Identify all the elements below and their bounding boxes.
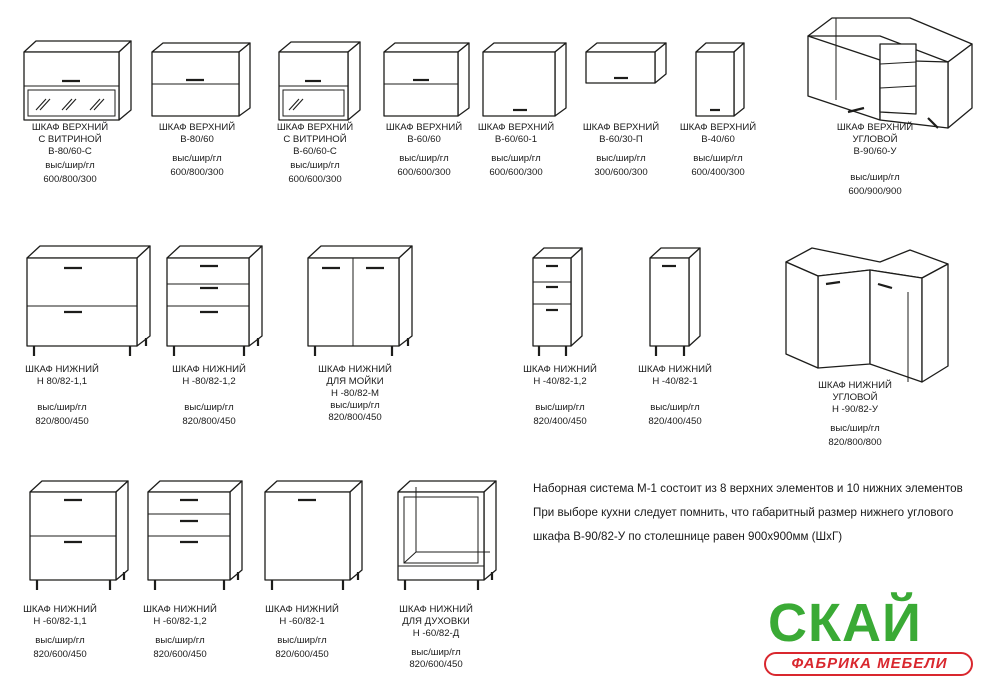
cabinet-l2-drawing bbox=[166, 245, 263, 356]
cabinet-l10-drawing bbox=[397, 480, 497, 590]
cabinet-u4-drawing bbox=[383, 42, 470, 117]
cabinet-u6-drawing bbox=[585, 42, 667, 84]
cabinet-l4-drawing bbox=[532, 247, 583, 356]
cabinet-u2-drawing bbox=[151, 42, 251, 117]
cabinet-u5-drawing bbox=[482, 42, 567, 117]
cabinet-l9-drawing bbox=[264, 480, 363, 590]
logo-subtitle-frame bbox=[764, 652, 973, 676]
brand-logo: СКАЙ ФАБРИКА МЕБЕЛИ bbox=[762, 595, 977, 687]
cabinet-l6-drawing bbox=[785, 247, 949, 383]
cabinet-u7-drawing bbox=[695, 42, 745, 117]
info-line-2: При выборе кухни следует помнить, что га… bbox=[533, 506, 954, 519]
cabinet-l1-drawing bbox=[26, 245, 151, 356]
logo-word: СКАЙ bbox=[768, 593, 922, 653]
info-line-3: шкафа В-90/82-У по столешнице равен 900х… bbox=[533, 530, 843, 543]
logo-wordmark: СКАЙ bbox=[762, 595, 977, 651]
cabinet-u1-drawing bbox=[23, 40, 132, 121]
cabinet-u8-drawing bbox=[807, 17, 973, 129]
info-text: Наборная система М-1 состоит из 8 верхни… bbox=[533, 477, 963, 549]
cabinet-u3-drawing bbox=[278, 41, 361, 121]
cabinet-l8-drawing bbox=[147, 480, 243, 590]
cabinet-l7-drawing bbox=[29, 480, 129, 590]
logo-subtitle: ФАБРИКА МЕБЕЛИ bbox=[791, 655, 948, 672]
cabinet-l3-drawing bbox=[307, 245, 413, 356]
cabinet-l5-drawing bbox=[649, 247, 701, 356]
info-line-1: Наборная система М-1 состоит из 8 верхни… bbox=[533, 482, 963, 495]
